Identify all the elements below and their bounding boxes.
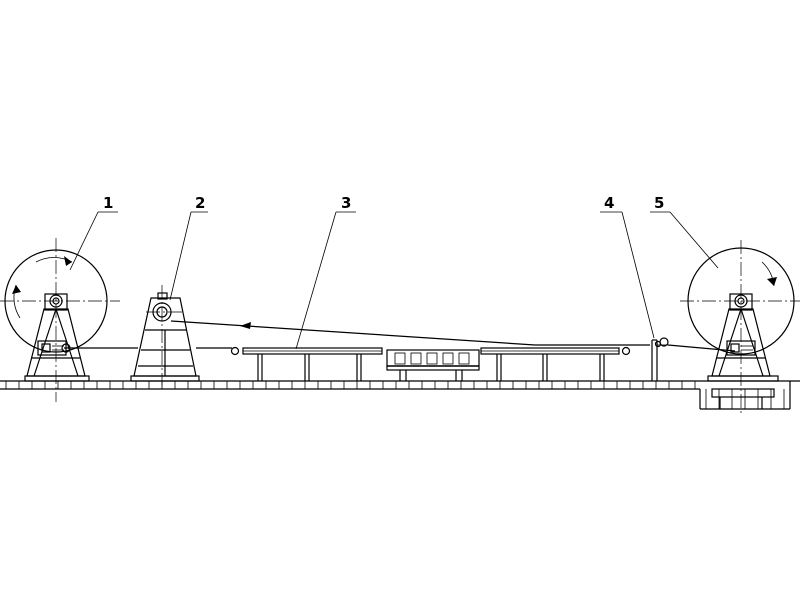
tension-post: [651, 337, 669, 381]
callout-4-label: 4: [604, 194, 614, 212]
center-slot: [442, 352, 454, 365]
center-slot: [394, 352, 406, 365]
center-slot: [458, 352, 470, 365]
callout-labels: 1 2 3 4 5: [103, 194, 664, 212]
floor-hatch-ticks: [5, 381, 785, 409]
center-unit-slots: [394, 352, 470, 365]
callout-2-label: 2: [195, 194, 205, 212]
callout-5-label: 5: [654, 194, 664, 212]
guide-roller-stand: [130, 285, 200, 385]
material-strip-path: [64, 320, 736, 352]
center-slot: [426, 352, 438, 365]
callout-3-label: 3: [341, 194, 351, 212]
left-table-legs: [257, 354, 362, 381]
callout-leaders: [69, 211, 719, 350]
floor-foundation: [0, 380, 800, 410]
payoff-reel-stand: [0, 238, 120, 402]
callout-1-label: 1: [103, 194, 113, 212]
center-slot: [410, 352, 422, 365]
right-table-legs: [496, 354, 605, 381]
work-table-line: [230, 346, 631, 381]
takeup-reel-stand: [680, 240, 800, 415]
